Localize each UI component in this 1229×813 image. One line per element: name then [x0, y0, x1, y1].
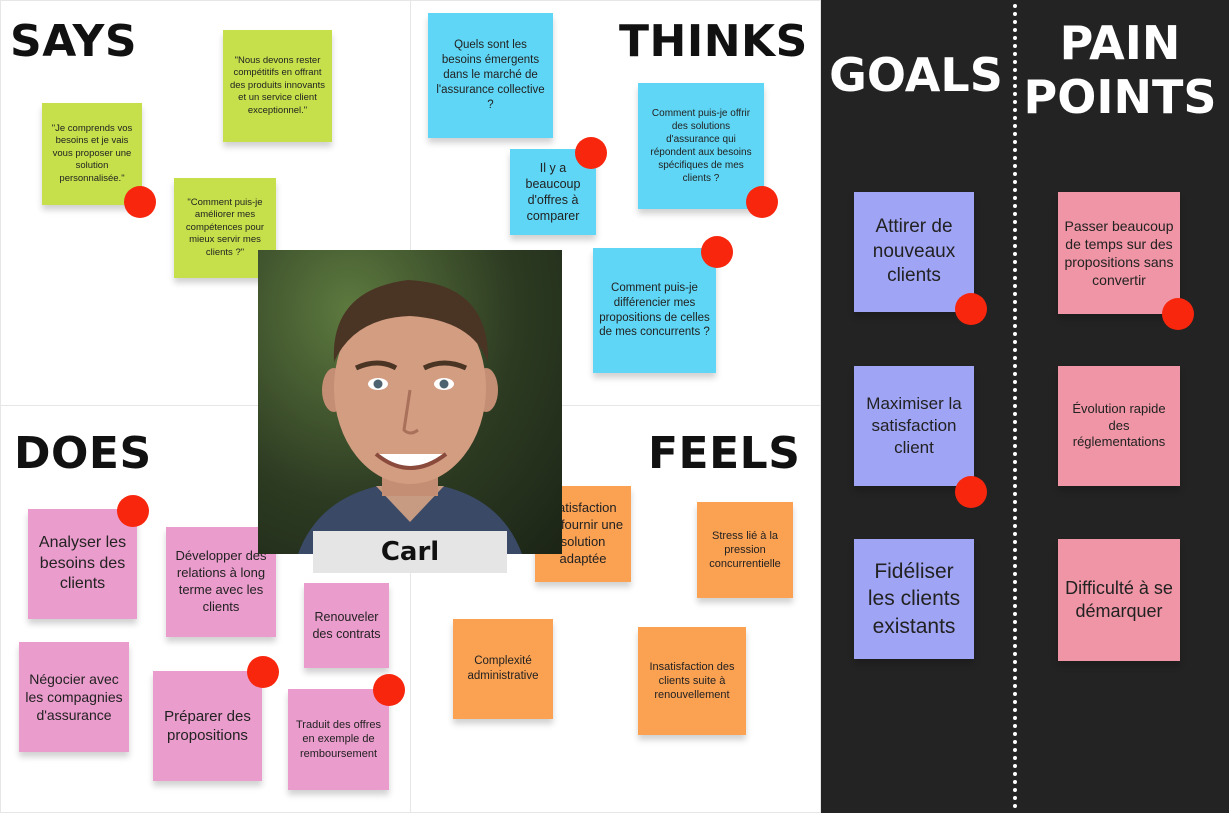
red-dot-marker: [701, 236, 733, 268]
red-dot-marker: [373, 674, 405, 706]
goal-note-text: Attirer de nouveaux clients: [860, 215, 968, 289]
red-dot-marker: [955, 476, 987, 508]
red-dot-marker: [575, 137, 607, 169]
pain-point-note[interactable]: Évolution rapide des réglementations: [1058, 366, 1180, 486]
persona-photo: [258, 250, 562, 554]
goal-note[interactable]: Fidéliser les clients existants: [854, 539, 974, 659]
goal-note[interactable]: Maximiser la satisfaction client: [854, 366, 974, 486]
does-note[interactable]: Négocier avec les compagnies d'assurance: [19, 642, 129, 752]
panel-divider: [1013, 4, 1017, 809]
feels-note[interactable]: Complexité administrative: [453, 619, 553, 719]
does-note-text: Négocier avec les compagnies d'assurance: [25, 670, 123, 725]
says-note[interactable]: "Nous devons rester compétitifs en offra…: [223, 30, 332, 142]
feels-title: FEELS: [648, 428, 800, 479]
does-title: DOES: [14, 428, 152, 479]
does-note-text: Préparer des propositions: [159, 707, 256, 746]
goal-note-text: Fidéliser les clients existants: [860, 558, 968, 640]
feels-note[interactable]: Insatisfaction des clients suite à renou…: [638, 627, 746, 735]
feels-note-text: Stress lié à la pression concurrentielle: [703, 529, 787, 572]
thinks-title: THINKS: [619, 16, 808, 67]
red-dot-marker: [1162, 298, 1194, 330]
does-note-text: Analyser les besoins des clients: [34, 533, 131, 595]
thinks-note-text: Quels sont les besoins émergents dans le…: [434, 38, 547, 113]
red-dot-marker: [124, 186, 156, 218]
pain-point-note-text: Passer beaucoup de temps sur des proposi…: [1064, 217, 1174, 290]
thinks-note[interactable]: Comment puis-je différencier mes proposi…: [593, 248, 716, 373]
goal-note[interactable]: Attirer de nouveaux clients: [854, 192, 974, 312]
does-note[interactable]: Traduit des offres en exemple de rembour…: [288, 689, 389, 790]
red-dot-marker: [746, 186, 778, 218]
says-note-text: "Comment puis-je améliorer mes compétenc…: [180, 197, 270, 259]
feels-note[interactable]: Stress lié à la pression concurrentielle: [697, 502, 793, 598]
pain-point-note[interactable]: Passer beaucoup de temps sur des proposi…: [1058, 192, 1180, 314]
red-dot-marker: [955, 293, 987, 325]
pain-point-note-text: Difficulté à se démarquer: [1064, 577, 1174, 624]
red-dot-marker: [117, 495, 149, 527]
does-note-text: Traduit des offres en exemple de rembour…: [294, 718, 383, 761]
pain-points-title-text: PAIN POINTS: [1024, 16, 1217, 124]
feels-note-text: Insatisfaction des clients suite à renou…: [644, 660, 740, 703]
thinks-note-text: Il y a beaucoup d'offres à comparer: [516, 160, 590, 225]
says-note-text: "Nous devons rester compétitifs en offra…: [229, 55, 326, 117]
says-note[interactable]: "Je comprends vos besoins et je vais vou…: [42, 103, 142, 205]
thinks-note[interactable]: Quels sont les besoins émergents dans le…: [428, 13, 553, 138]
goal-note-text: Maximiser la satisfaction client: [860, 393, 968, 459]
says-note-text: "Je comprends vos besoins et je vais vou…: [48, 123, 136, 185]
does-note-text: Renouveler des contrats: [310, 609, 383, 642]
persona-name: Carl: [313, 531, 507, 573]
thinks-note-text: Comment puis-je différencier mes proposi…: [599, 281, 710, 341]
does-note[interactable]: Analyser les besoins des clients: [28, 509, 137, 619]
says-title: SAYS: [10, 16, 137, 67]
feels-note-text: Complexité administrative: [459, 654, 547, 684]
does-note[interactable]: Préparer des propositions: [153, 671, 262, 781]
goals-title: GOALS: [826, 48, 1006, 102]
does-note[interactable]: Renouveler des contrats: [304, 583, 389, 668]
thinks-note[interactable]: Comment puis-je offrir des solutions d'a…: [638, 83, 764, 209]
does-note-text: Développer des relations à long terme av…: [172, 548, 270, 616]
thinks-note-text: Comment puis-je offrir des solutions d'a…: [644, 107, 758, 185]
pain-point-note-text: Évolution rapide des réglementations: [1064, 401, 1174, 452]
red-dot-marker: [247, 656, 279, 688]
pain-point-note[interactable]: Difficulté à se démarquer: [1058, 539, 1180, 661]
pain-points-title: PAIN POINTS: [1020, 16, 1220, 124]
